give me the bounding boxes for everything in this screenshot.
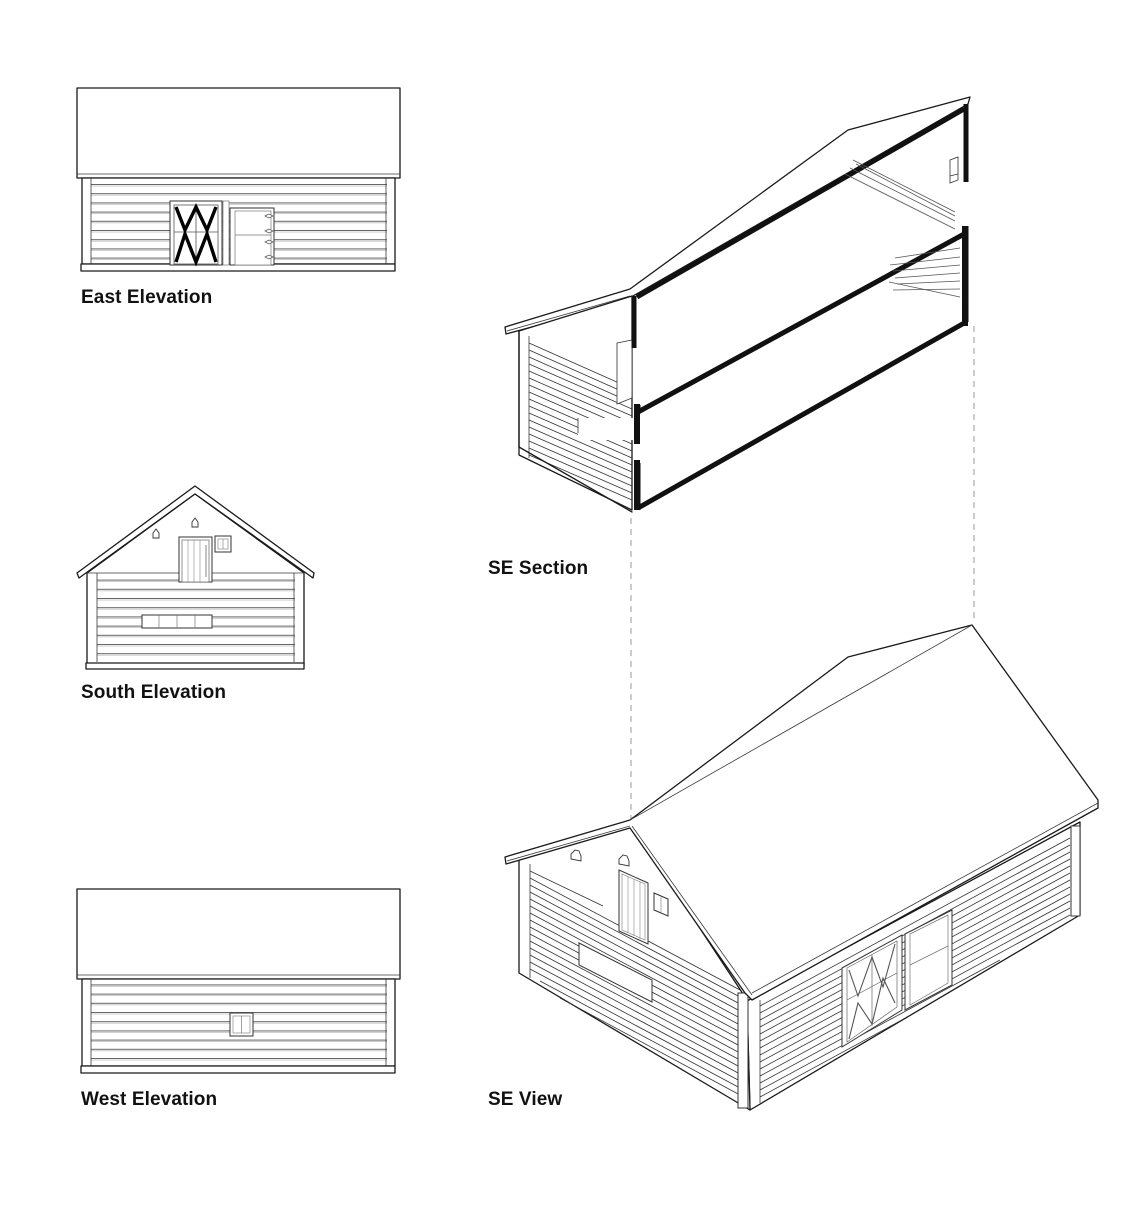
south-elevation-label: South Elevation xyxy=(81,682,227,703)
east-elevation-label: East Elevation xyxy=(81,287,213,308)
se-vent-left xyxy=(570,849,582,862)
west-roof xyxy=(76,888,401,980)
east-sliding-door xyxy=(222,200,275,266)
se-view-label: SE View xyxy=(488,1089,563,1110)
section-roof xyxy=(504,96,971,335)
se-section-drawing xyxy=(504,96,971,513)
east-braced-door xyxy=(169,200,223,267)
west-elevation-label: West Elevation xyxy=(81,1089,218,1110)
se-section-label: SE Section xyxy=(488,558,589,579)
south-loft-window xyxy=(214,535,232,553)
east-roof xyxy=(76,87,401,179)
south-loft-door xyxy=(178,536,213,583)
west-elevation-drawing xyxy=(76,888,401,1074)
south-ribbon-window xyxy=(141,614,213,629)
gable-vent-left xyxy=(152,528,160,539)
se-ribbon-window xyxy=(578,942,653,1003)
se-roof xyxy=(504,624,1099,1001)
se-view-drawing xyxy=(504,624,1099,1111)
south-elevation-drawing xyxy=(76,485,315,670)
west-window xyxy=(229,1012,254,1037)
se-sliding-door xyxy=(904,909,953,1011)
se-vent-right xyxy=(618,854,630,867)
se-braced-door xyxy=(841,934,903,1048)
east-elevation-drawing xyxy=(76,87,401,272)
gable-vent-right xyxy=(191,517,199,528)
se-loft-door xyxy=(618,869,649,945)
se-loft-window xyxy=(653,892,669,917)
